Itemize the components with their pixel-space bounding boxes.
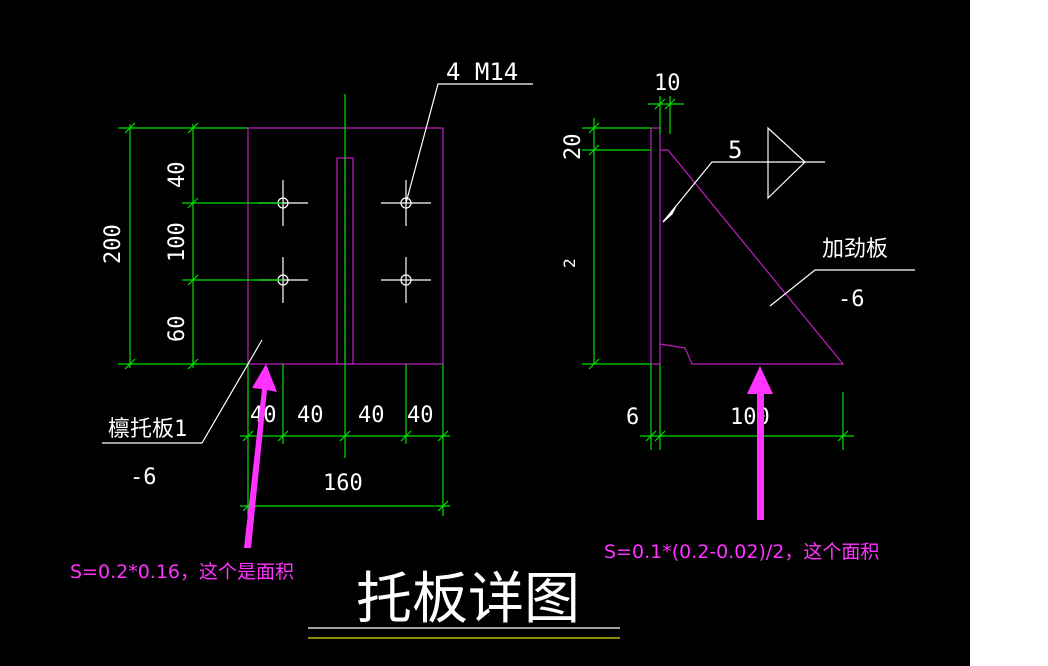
dim-bottom: 60 <box>165 316 190 343</box>
dim-bottom-2: 40 <box>297 403 324 428</box>
bottom-dims <box>240 364 450 516</box>
stiffener-leader <box>769 269 915 307</box>
plate-thk: -6 <box>130 465 157 490</box>
stiffener <box>659 149 845 365</box>
stiffener-name: 加劲板 <box>822 237 888 262</box>
plate-name: 檩托板1 <box>108 417 187 442</box>
drawing-title: 托板详图 <box>356 567 580 632</box>
left-view-text: 4 M14 200 40 100 60 40 40 40 40 160 檩托板1… <box>101 58 518 496</box>
plate-leader <box>102 339 263 444</box>
dim-plate-t: 6 <box>626 405 639 430</box>
stiffener-thk: -6 <box>838 287 865 312</box>
side-plate <box>650 127 661 365</box>
dim-mid: 100 <box>165 222 190 262</box>
side-mark: 2 <box>560 258 579 268</box>
cad-drawing-canvas <box>0 0 970 666</box>
weld-size: 5 <box>728 136 742 164</box>
dim-top: 40 <box>165 162 190 189</box>
left-annotation: S=0.2*0.16，这个是面积 <box>70 561 294 583</box>
dim-bottom-3: 40 <box>358 403 385 428</box>
dim-total-height: 200 <box>101 224 126 264</box>
right-arrow <box>747 366 773 520</box>
bolt-leader <box>405 83 533 204</box>
drawing-svg: 4 M14 200 40 100 60 40 40 40 40 160 檩托板1… <box>70 58 915 639</box>
right-view-text: 10 20 5 2 加劲板 -6 6 100 <box>560 71 888 430</box>
dim-top-w: 10 <box>654 71 681 96</box>
right-view <box>582 96 915 450</box>
dim-width: 160 <box>323 471 363 496</box>
left-view <box>102 83 533 516</box>
dim-bottom-4: 40 <box>407 403 434 428</box>
left-vertical-dims <box>118 122 283 370</box>
blank-margin <box>970 0 1048 666</box>
bolt-label: 4 M14 <box>446 58 518 86</box>
right-annotation: S=0.1*(0.2-0.02)/2，这个面积 <box>604 541 879 563</box>
dim-top-h: 20 <box>561 134 586 161</box>
annotation-arrows <box>244 364 773 548</box>
weld-symbol <box>662 126 825 223</box>
right-dims <box>582 96 854 450</box>
left-arrow <box>244 364 277 548</box>
